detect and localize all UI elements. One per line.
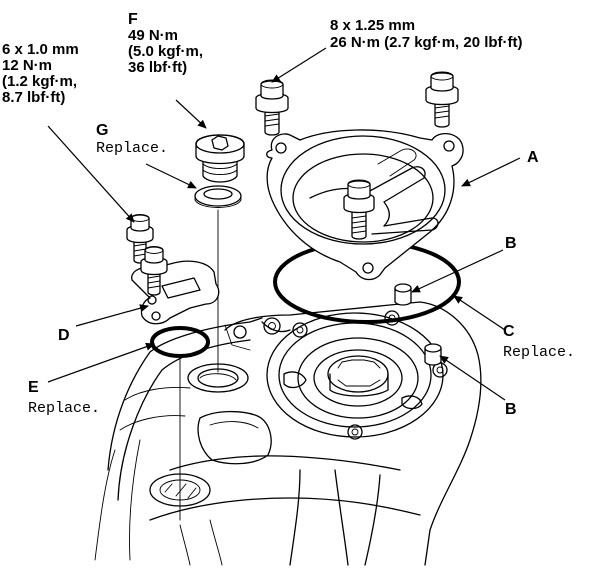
bolt-top-right: [425, 71, 459, 128]
callout-e-note: Replace.: [28, 400, 100, 417]
torque-spec-left: 6 x 1.0 mm 12 N·m (1.2 kgf·m, 8.7 lbf·ft…: [2, 41, 79, 106]
torque-right-values: 26 N·m (2.7 kgf·m, 20 lbf·ft): [330, 34, 523, 51]
callout-g: G: [96, 122, 108, 139]
torque-right-size: 8 x 1.25 mm: [330, 17, 415, 34]
torque-left-lbf: 8.7 lbf·ft): [2, 89, 65, 106]
dowel-pin-upper: [394, 283, 412, 306]
bolt-top-left: [255, 79, 289, 136]
callout-b-bottom: B: [505, 401, 517, 418]
plug-f: [195, 134, 245, 183]
torque-spec-right: 8 x 1.25 mm 26 N·m (2.7 kgf·m, 20 lbf·ft…: [330, 17, 523, 51]
o-ring-e: [150, 326, 210, 358]
torque-left-nm: 12 N·m: [2, 57, 52, 74]
callout-b-top: B: [505, 235, 517, 252]
callout-c: C: [503, 323, 515, 340]
bolt-plate-d-2: [140, 246, 168, 296]
torque-left-kgf: (1.2 kgf·m,: [2, 73, 77, 90]
callout-e: E: [28, 379, 39, 396]
callout-g-group: G Replace.: [96, 122, 168, 157]
callout-f: F: [128, 11, 138, 28]
callout-c-note: Replace.: [503, 344, 575, 361]
torque-left-size: 6 x 1.0 mm: [2, 41, 79, 58]
torque-f-nm: 49 N·m: [128, 27, 178, 44]
dowel-pin-lower: [424, 343, 442, 366]
callout-c-group: C Replace.: [503, 323, 575, 361]
bolt-plate-d-1: [126, 214, 154, 264]
transmission-housing: [94, 283, 482, 566]
torque-f-kgf: (5.0 kgf·m,: [128, 43, 203, 60]
callout-a: A: [527, 149, 539, 166]
torque-f-lbf: 36 lbf·ft): [128, 59, 187, 76]
callout-e-group: E Replace.: [28, 379, 100, 417]
leader-lines: [47, 47, 521, 401]
callout-d: D: [58, 327, 70, 344]
bolt-center-cover: [343, 179, 375, 240]
torque-spec-f: F 49 N·m (5.0 kgf·m, 36 lbf·ft): [128, 11, 203, 76]
callout-g-note: Replace.: [96, 140, 168, 157]
washer-g: [194, 185, 242, 208]
